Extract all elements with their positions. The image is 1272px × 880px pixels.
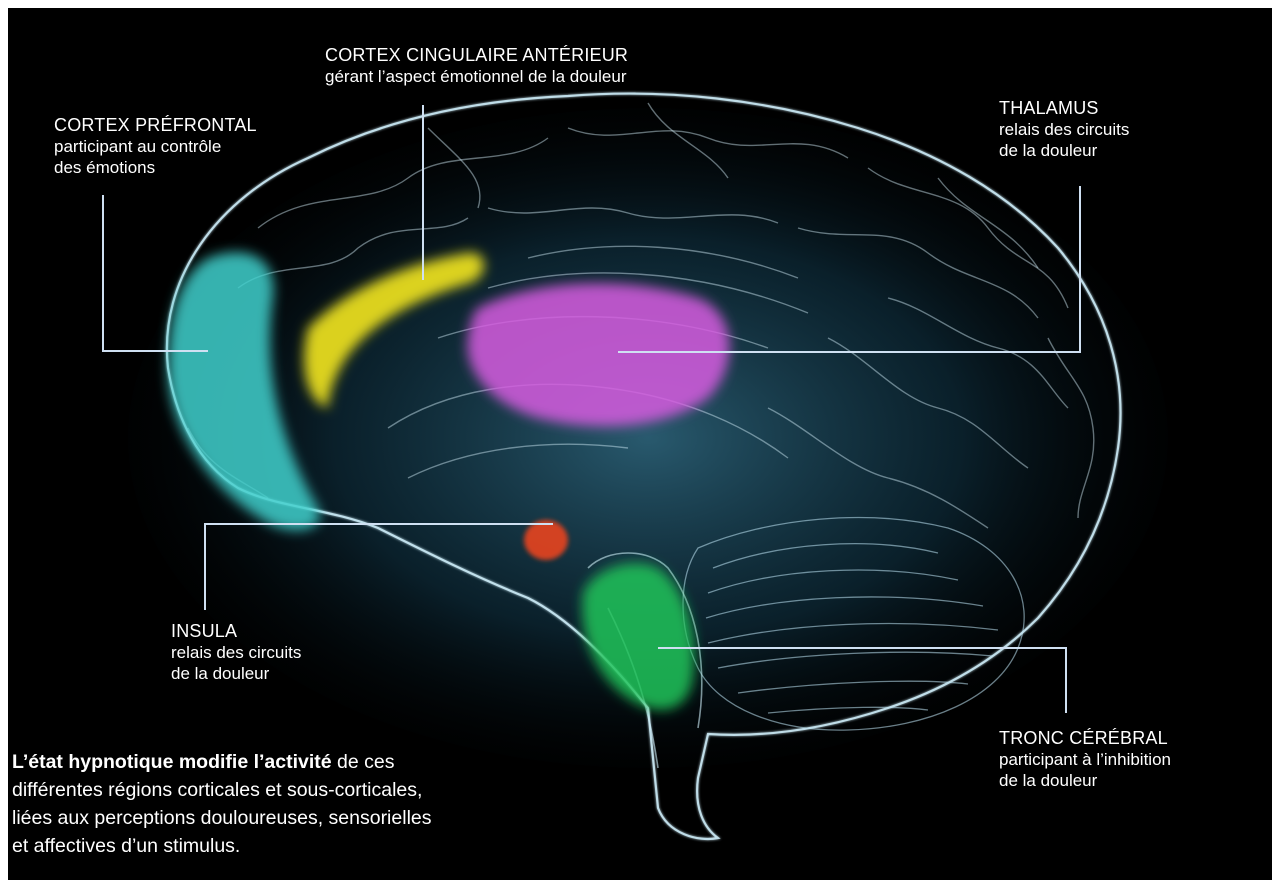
- label-brainstem: TRONC CÉRÉBRAL participant à l’inhibitio…: [999, 728, 1171, 791]
- label-thalamus-title: THALAMUS: [999, 98, 1129, 119]
- label-insula: INSULA relais des circuits de la douleur: [171, 621, 301, 684]
- label-insula-desc-2: de la douleur: [171, 663, 301, 684]
- label-prefrontal-title: CORTEX PRÉFRONTAL: [54, 115, 257, 136]
- label-brainstem-desc-2: de la douleur: [999, 770, 1171, 791]
- label-cingulate-title: CORTEX CINGULAIRE ANTÉRIEUR: [325, 45, 628, 66]
- region-insula: [524, 520, 568, 560]
- label-brainstem-title: TRONC CÉRÉBRAL: [999, 728, 1171, 749]
- label-insula-desc-1: relais des circuits: [171, 642, 301, 663]
- illustration-frame: CORTEX PRÉFRONTAL participant au contrôl…: [8, 8, 1272, 880]
- label-thalamus-desc-2: de la douleur: [999, 140, 1129, 161]
- label-cingulate: CORTEX CINGULAIRE ANTÉRIEUR gérant l’asp…: [325, 45, 628, 87]
- label-brainstem-desc-1: participant à l’inhibition: [999, 749, 1171, 770]
- caption-bold: L’état hypnotique modifie l’activité: [12, 751, 332, 773]
- label-thalamus: THALAMUS relais des circuits de la doule…: [999, 98, 1129, 161]
- label-prefrontal-desc-2: des émotions: [54, 157, 257, 178]
- caption: L’état hypnotique modifie l’activité de …: [12, 748, 432, 860]
- label-prefrontal: CORTEX PRÉFRONTAL participant au contrôl…: [54, 115, 257, 178]
- label-thalamus-desc-1: relais des circuits: [999, 119, 1129, 140]
- label-cingulate-desc-1: gérant l’aspect émotionnel de la douleur: [325, 66, 628, 87]
- label-prefrontal-desc-1: participant au contrôle: [54, 136, 257, 157]
- label-insula-title: INSULA: [171, 621, 301, 642]
